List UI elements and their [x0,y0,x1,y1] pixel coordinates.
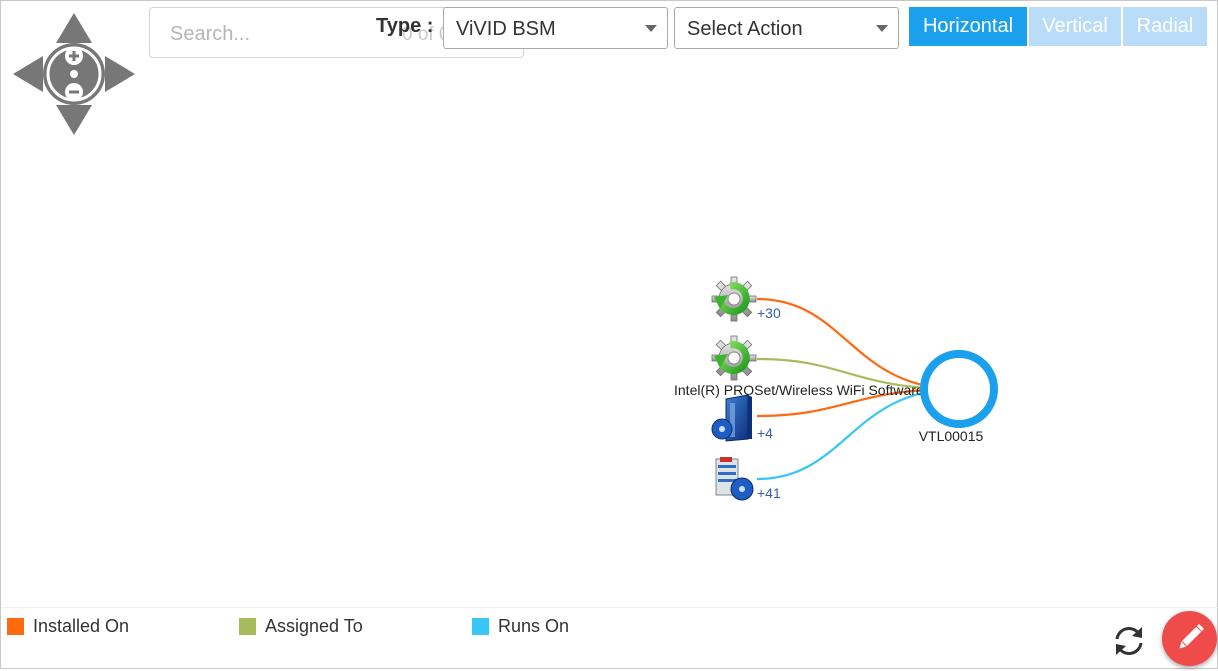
node-label: Intel(R) PROSet/Wireless WiFi Software [674,382,924,398]
server-disc-icon[interactable] [715,457,754,501]
type-label: Type : [376,15,434,37]
legend-item-runs-on: Runs On [472,616,569,637]
pan-right-arrow-icon[interactable] [105,56,135,92]
search-result-count: 0 of 0 [402,24,450,45]
target-node-label: VTL00015 [919,428,984,444]
action-select[interactable]: Select Action [674,7,899,49]
pan-down-arrow-icon[interactable] [56,105,92,135]
legend-label: Runs On [498,616,570,636]
layout-radial-button[interactable]: Radial [1123,7,1207,46]
zoom-out-icon[interactable] [65,83,83,101]
green-gear-refresh-icon[interactable] [711,276,757,322]
pan-left-arrow-icon[interactable] [13,56,43,92]
action-select-value: Select Action [687,18,803,40]
node-badge: +41 [757,485,781,501]
blue-software-box-icon[interactable] [711,394,752,442]
legend-item-assigned-to: Assigned To [239,616,363,637]
node-badge: +30 [757,305,781,321]
ring-node-icon[interactable] [920,350,998,428]
legend-label: Installed On [33,616,130,636]
layout-vertical-button[interactable]: Vertical [1029,7,1121,46]
legend-swatch [239,618,256,635]
chevron-down-icon [876,25,888,32]
graph-canvas[interactable]: +30 Intel(R) PROSet/Wireless WiFi Softwa… [1,1,1218,607]
type-select-value: ViVID BSM [456,18,556,40]
refresh-icon[interactable] [1111,623,1147,659]
center-dot-icon [70,70,78,78]
chevron-down-icon [645,25,657,32]
legend-item-installed-on: Installed On [7,616,129,637]
legend: Installed On Assigned To Runs On [1,607,1218,670]
pencil-icon [1179,624,1204,649]
zoom-in-icon[interactable] [65,47,83,65]
node-badge: +4 [757,425,773,441]
type-select[interactable]: ViVID BSM [443,7,668,49]
legend-swatch [472,618,489,635]
legend-swatch [7,618,24,635]
edit-button[interactable] [1162,611,1217,666]
pan-zoom-control-icon[interactable] [11,11,137,137]
pan-up-arrow-icon[interactable] [56,13,92,43]
green-gear-refresh-icon[interactable] [711,335,757,381]
layout-horizontal-button[interactable]: Horizontal [909,7,1027,46]
search-input[interactable] [168,22,388,46]
legend-label: Assigned To [265,616,363,636]
